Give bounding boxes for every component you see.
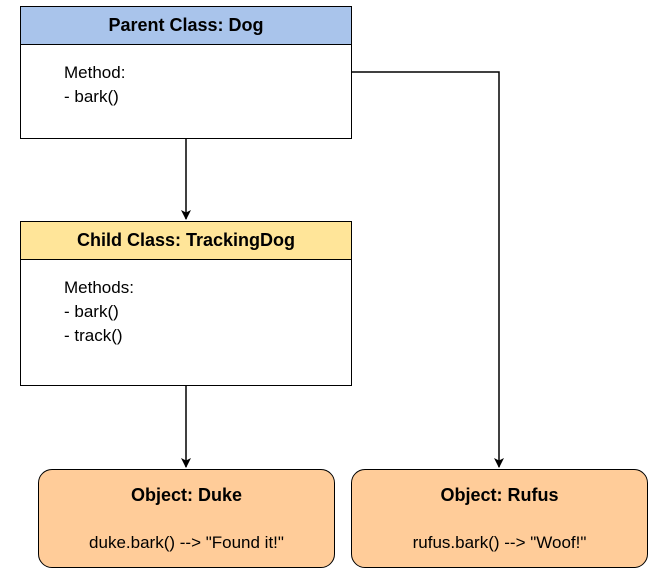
object-rufus-box: Object: Rufus rufus.bark() --> "Woof!" bbox=[351, 469, 648, 568]
object-duke-title: Object: Duke bbox=[130, 485, 243, 505]
child-class-header: Child Class: TrackingDog bbox=[21, 222, 351, 260]
arrow-parent-to-rufus bbox=[352, 71, 504, 468]
parent-class-body: Method: - bark() bbox=[21, 45, 351, 109]
child-class-body: Methods: - bark() - track() bbox=[21, 260, 351, 348]
parent-class-title: Parent Class: Dog bbox=[108, 15, 264, 35]
object-duke-box: Object: Duke duke.bark() --> "Found it!" bbox=[38, 469, 335, 568]
child-method-item: - track() bbox=[64, 326, 123, 345]
child-method-item: - bark() bbox=[64, 302, 119, 321]
parent-class-header: Parent Class: Dog bbox=[21, 7, 351, 45]
parent-methods-label: Method: bbox=[64, 63, 126, 82]
child-class-title: Child Class: TrackingDog bbox=[76, 230, 296, 250]
parent-class-box: Parent Class: Dog Method: - bark() bbox=[20, 6, 352, 139]
object-rufus-title: Object: Rufus bbox=[440, 485, 559, 505]
object-duke-call: duke.bark() --> "Found it!" bbox=[89, 533, 284, 552]
object-rufus-call: rufus.bark() --> "Woof!" bbox=[412, 533, 587, 552]
parent-method-item: - bark() bbox=[64, 87, 119, 106]
child-class-box: Child Class: TrackingDog Methods: - bark… bbox=[20, 221, 352, 386]
child-methods-label: Methods: bbox=[64, 278, 134, 297]
